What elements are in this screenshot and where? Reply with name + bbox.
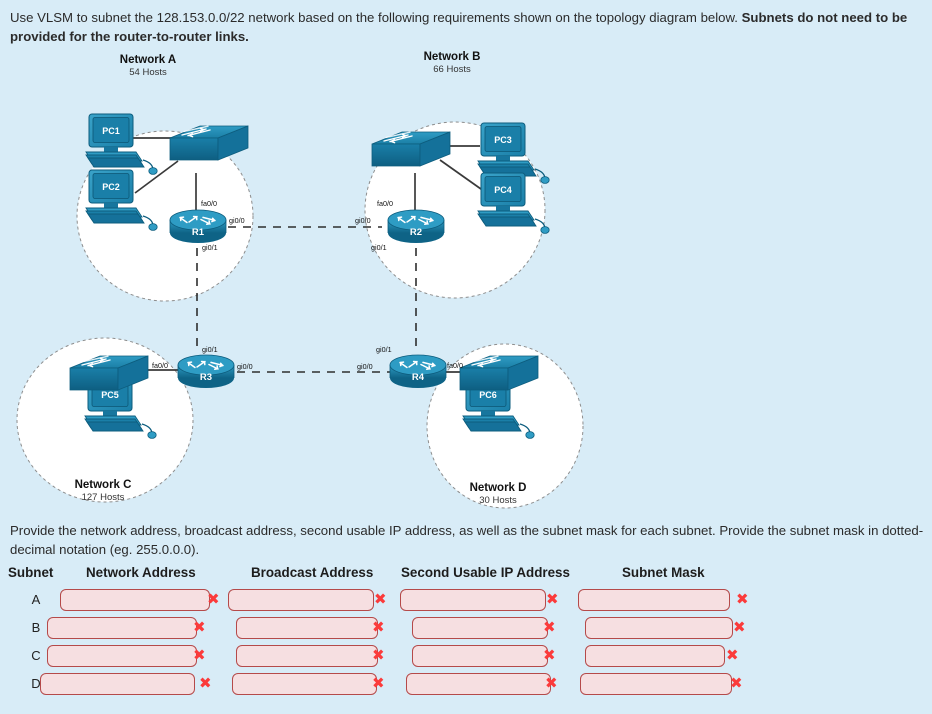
input-b-subnet-mask[interactable] [585, 617, 733, 639]
instruction-line1-plain: Use VLSM to subnet the 128.153.0.0/22 ne… [10, 10, 742, 25]
r4-if-fa00-label: fa0/0 [447, 361, 463, 370]
error-icon-b-second-usable-ip: ✖ [543, 618, 556, 636]
r4-if-gi01-label: gi0/1 [376, 345, 392, 354]
r3-if-fa00-label: fa0/0 [152, 361, 168, 370]
row-label-c: C [31, 648, 41, 663]
error-icon-b-subnet-mask: ✖ [733, 618, 746, 636]
input-c-second-usable-ip[interactable] [412, 645, 548, 667]
r1-if-fa00-label: fa0/0 [201, 199, 217, 208]
row-label-a: A [31, 592, 41, 607]
pc3-label: PC3 [494, 135, 512, 145]
wan-links [196, 226, 417, 373]
input-c-broadcast-address[interactable] [236, 645, 378, 667]
r2-if-gi00-label: gi0/0 [355, 216, 371, 225]
network-topology-diagram: Network A 54 Hosts PC1 PC2 Network B 66 … [0, 48, 932, 513]
input-a-broadcast-address[interactable] [228, 589, 374, 611]
input-d-subnet-mask[interactable] [580, 673, 732, 695]
task-instructions-bottom: Provide the network address, broadcast a… [10, 523, 924, 558]
network-d-hosts: 30 Hosts [479, 495, 517, 506]
error-icon-d-broadcast-address: ✖ [372, 674, 385, 692]
pc6-icon: PC6 [462, 377, 535, 439]
table-row-c: C ✖ ✖ ✖ ✖ [0, 643, 932, 671]
pc2-label: PC2 [102, 182, 120, 192]
error-icon-d-network-address: ✖ [199, 674, 212, 692]
error-icon-c-broadcast-address: ✖ [372, 646, 385, 664]
input-c-network-address[interactable] [47, 645, 197, 667]
input-b-second-usable-ip[interactable] [412, 617, 548, 639]
error-icon-b-network-address: ✖ [193, 618, 206, 636]
network-d-name: Network D [470, 482, 527, 494]
r1-if-gi00-label: gi0/0 [229, 216, 245, 225]
input-d-network-address[interactable] [40, 673, 195, 695]
network-b-name: Network B [424, 51, 481, 63]
pc4-label: PC4 [494, 185, 512, 195]
router-r4-icon: R4 [389, 354, 447, 389]
pc1-icon: PC1 [85, 113, 158, 175]
pc6-label: PC6 [479, 390, 497, 400]
network-c-name: Network C [75, 479, 132, 491]
input-c-subnet-mask[interactable] [585, 645, 725, 667]
pc3-icon: PC3 [477, 122, 550, 184]
table-row-b: B ✖ ✖ ✖ ✖ [0, 615, 932, 643]
network-a-name: Network A [120, 54, 176, 66]
router-r3-icon: R3 [177, 354, 235, 389]
input-b-broadcast-address[interactable] [236, 617, 378, 639]
input-a-second-usable-ip[interactable] [400, 589, 546, 611]
error-icon-a-subnet-mask: ✖ [736, 590, 749, 608]
error-icon-c-network-address: ✖ [193, 646, 206, 664]
router-r3-label: R3 [200, 372, 212, 383]
header-broadcast-address: Broadcast Address [251, 565, 374, 580]
pc1-label: PC1 [102, 126, 120, 136]
row-label-b: B [31, 620, 41, 635]
error-icon-a-broadcast-address: ✖ [374, 590, 387, 608]
r4-if-gi00-label: gi0/0 [357, 362, 373, 371]
r3-if-gi00-label: gi0/0 [237, 362, 253, 371]
router-r1-icon: R1 [169, 209, 227, 244]
network-b-hosts: 66 Hosts [433, 64, 471, 75]
input-b-network-address[interactable] [47, 617, 197, 639]
router-r1-label: R1 [192, 227, 205, 238]
row-label-d: D [31, 676, 41, 691]
error-icon-a-second-usable-ip: ✖ [546, 590, 559, 608]
pc4-icon: PC4 [477, 172, 550, 234]
error-icon-d-second-usable-ip: ✖ [545, 674, 558, 692]
task-instructions-top: Use VLSM to subnet the 128.153.0.0/22 ne… [10, 8, 924, 46]
error-icon-c-second-usable-ip: ✖ [543, 646, 556, 664]
router-r2-label: R2 [410, 227, 422, 238]
input-a-subnet-mask[interactable] [578, 589, 730, 611]
router-r4-label: R4 [412, 372, 425, 383]
switch-a-icon [169, 125, 249, 161]
router-r2-icon: R2 [387, 209, 445, 244]
error-icon-d-subnet-mask: ✖ [730, 674, 743, 692]
answer-table: Subnet Network Address Broadcast Address… [0, 565, 932, 699]
header-subnet-mask: Subnet Mask [622, 565, 705, 580]
error-icon-c-subnet-mask: ✖ [726, 646, 739, 664]
pc2-icon: PC2 [85, 169, 158, 231]
network-c-hosts: 127 Hosts [82, 492, 125, 503]
error-icon-b-broadcast-address: ✖ [372, 618, 385, 636]
header-subnet: Subnet [8, 565, 54, 580]
input-a-network-address[interactable] [60, 589, 210, 611]
network-a-hosts: 54 Hosts [129, 67, 167, 78]
table-row-d: D ✖ ✖ ✖ ✖ [0, 671, 932, 699]
pc5-label: PC5 [101, 390, 119, 400]
header-second-usable-ip: Second Usable IP Address [401, 565, 570, 580]
r3-if-gi01-label: gi0/1 [202, 345, 218, 354]
instruction-line1-bold: Subnets do not need to be provided for t… [10, 10, 908, 45]
input-d-second-usable-ip[interactable] [406, 673, 551, 695]
table-header-row: Subnet Network Address Broadcast Address… [0, 565, 932, 587]
r2-if-gi01-label: gi0/1 [371, 243, 387, 252]
table-row-a: A ✖ ✖ ✖ ✖ [0, 587, 932, 615]
error-icon-a-network-address: ✖ [207, 590, 220, 608]
header-network-address: Network Address [86, 565, 196, 580]
pc5-icon: PC5 [84, 377, 157, 439]
r1-if-gi01-label: gi0/1 [202, 243, 218, 252]
input-d-broadcast-address[interactable] [232, 673, 377, 695]
r2-if-fa00-label: fa0/0 [377, 199, 393, 208]
